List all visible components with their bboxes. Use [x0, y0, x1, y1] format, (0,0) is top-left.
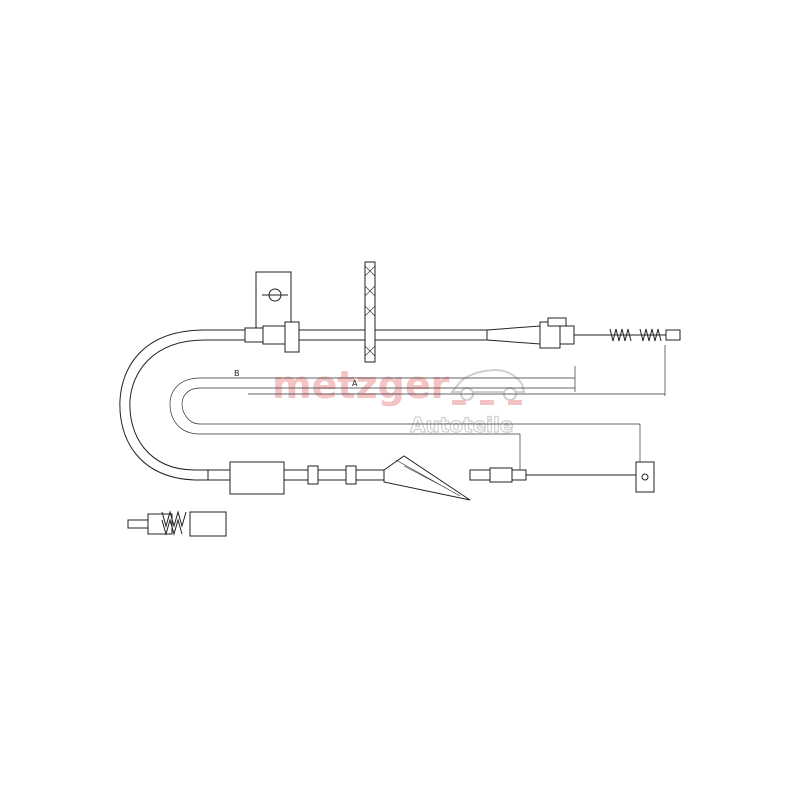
mounting-bracket — [255, 271, 292, 329]
watermark-brand: metzger — [272, 363, 450, 407]
bottom-end-fitting — [489, 467, 513, 483]
top-sheath — [298, 329, 488, 341]
top-ferrule — [284, 321, 300, 353]
bottom-sleeve — [229, 461, 285, 495]
bottom-sheath — [283, 469, 385, 481]
top-cable-assembly — [244, 261, 681, 363]
dimension-line-b: B — [234, 345, 666, 396]
detail-view — [127, 510, 227, 537]
cable-loop — [119, 329, 245, 481]
top-cable-end — [665, 329, 681, 341]
watermark-tagline: Autoteile — [410, 413, 513, 437]
watermark-dashes — [452, 400, 522, 405]
bottom-cable-assembly — [207, 455, 655, 501]
watermark-car-icon — [449, 368, 526, 401]
dimension-a-label: A — [352, 379, 358, 388]
dimension-b-label: B — [234, 369, 240, 378]
grommet — [364, 261, 376, 363]
top-spring — [609, 328, 662, 342]
bottom-cable-end — [635, 461, 655, 493]
metzger-watermark: metzger Autoteile — [272, 363, 526, 438]
